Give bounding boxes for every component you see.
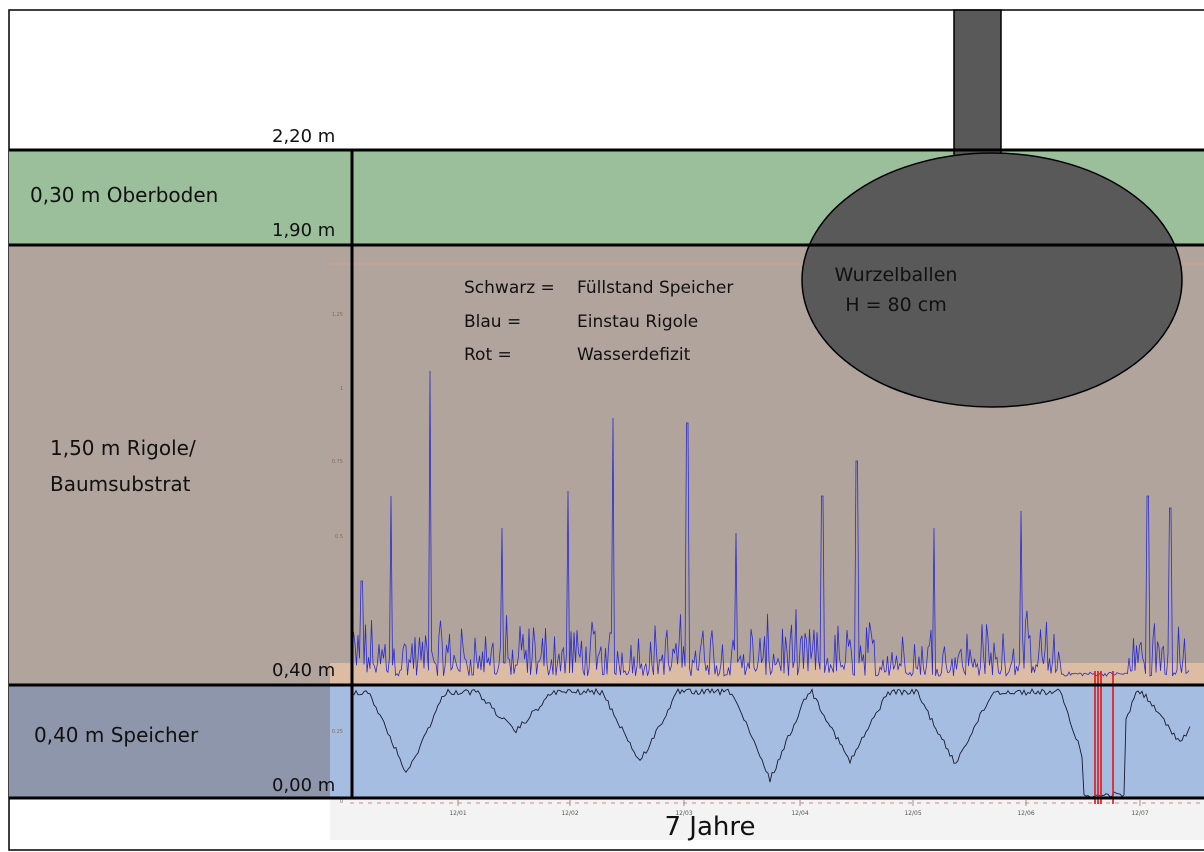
y-tick-label: 1 (340, 386, 343, 392)
level-label-0-40: 0,40 m (272, 660, 336, 681)
y-tick-label: 0.5 (335, 534, 343, 540)
level-label-0-00: 0,00 m (272, 775, 336, 796)
layer-oberboden-left (9, 150, 352, 245)
rigole-label-1: 1,50 m Rigole/ (50, 436, 196, 460)
chart-group: 0 0.25 0.5 0.75 1 1.25 12/01 12/02 12/03 12/04 12/… (332, 312, 1200, 817)
level-label-1-90: 1,90 m (272, 220, 336, 241)
legend-key-blue: Blau = (464, 312, 522, 332)
x-tick-label: 12/01 (449, 810, 466, 817)
x-tick-label: 12/04 (791, 810, 808, 817)
series-fuellstand-speicher (351, 687, 1191, 799)
root-ball-label: Wurzelballen H = 80 cm (800, 260, 992, 320)
layer-rigole-left (9, 245, 352, 685)
time-axis-caption: 7 Jahre (664, 812, 756, 842)
deficit-bar (1112, 671, 1114, 804)
x-tick-label: 12/02 (561, 810, 578, 817)
legend-value-blue: Einstau Rigole (577, 312, 699, 332)
y-tick-label: 0.75 (332, 459, 343, 465)
x-tick-label: 12/05 (904, 810, 921, 817)
speicher-label: 0,40 m Speicher (34, 723, 199, 747)
legend-key-black: Schwarz = (464, 278, 555, 298)
deficit-bar (1097, 671, 1099, 804)
y-tick-label: 0 (340, 799, 343, 805)
root-ball (801, 152, 1183, 408)
rigole-label-2: Baumsubstrat (50, 472, 191, 496)
level-label-2-20: 2,20 m (272, 126, 336, 147)
x-tick-label: 12/06 (1017, 810, 1034, 817)
legend-key-red: Rot = (464, 345, 512, 365)
x-tick-label: 12/03 (675, 810, 692, 817)
root-ball-height: H = 80 cm (845, 294, 947, 316)
x-tick-label: 12/07 (1131, 810, 1148, 817)
deficit-bar (1094, 671, 1096, 804)
y-tick-label: 0.25 (332, 729, 343, 735)
y-tick-label: 1.25 (332, 312, 343, 318)
root-ball-title: Wurzelballen (834, 264, 958, 286)
oberboden-label: 0,30 m Oberboden (30, 183, 219, 207)
series-einstau-rigole (351, 370, 1190, 678)
tree-trunk (953, 9, 1002, 159)
deficit-bar (1100, 671, 1102, 804)
chart-water-area (330, 685, 1204, 798)
legend-value-black: Füllstand Speicher (577, 278, 734, 298)
layer-speicher-left (9, 685, 352, 798)
legend-value-red: Wasserdefizit (577, 345, 691, 365)
chart-axis-strip (330, 798, 1204, 840)
